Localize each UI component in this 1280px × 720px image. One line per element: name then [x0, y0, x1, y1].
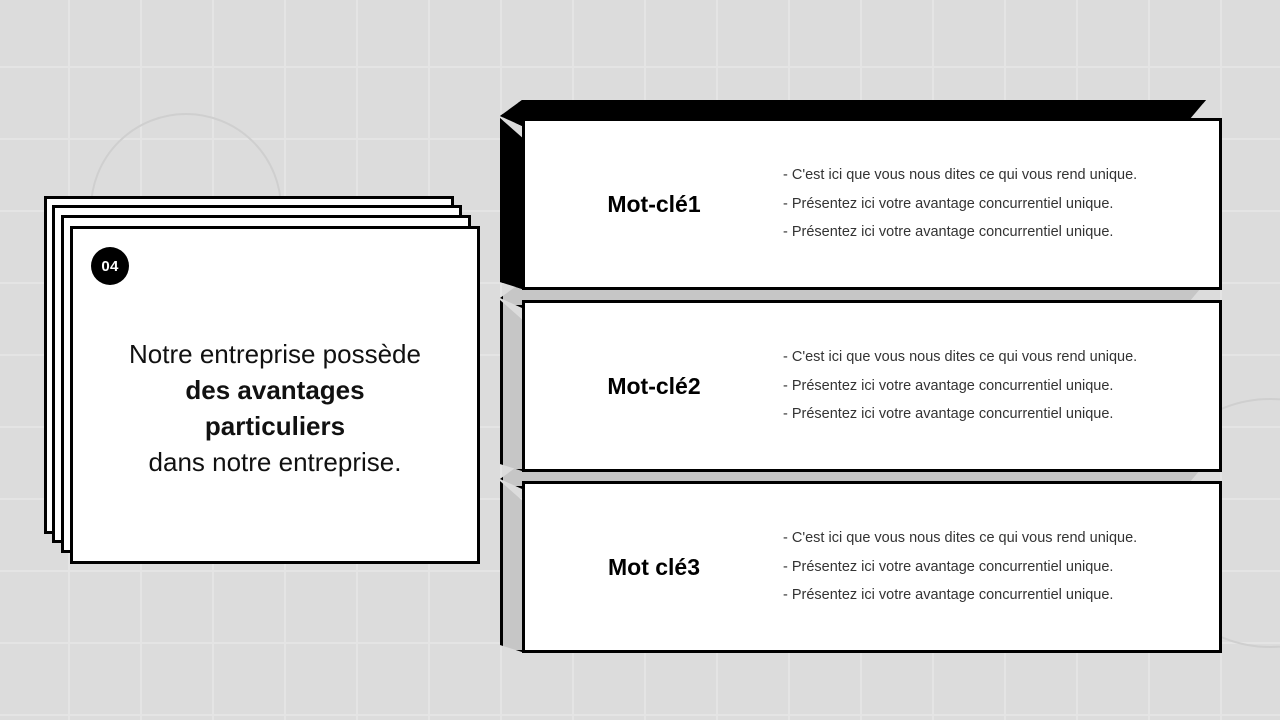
headline-line-3: particuliers	[204, 410, 346, 441]
bullet-line: - Présentez ici votre avantage concurren…	[783, 587, 1114, 604]
headline-line-4: dans notre entreprise.	[148, 446, 402, 477]
card-title: Mot-clé1	[607, 190, 701, 217]
card-bullet-list: - C'est ici que vous nous dites ce qui v…	[783, 161, 1219, 247]
keyword-card-3[interactable]: Mot clé3 - C'est ici que vous nous dites…	[500, 463, 1222, 653]
card-face: Mot clé3 - C'est ici que vous nous dites…	[522, 481, 1222, 653]
bullet-line: - Présentez ici votre avantage concurren…	[783, 558, 1114, 575]
headline-line-1: Notre entreprise possède	[129, 339, 421, 369]
stack-layer-front[interactable]: 04 Notre entreprise possède des avantage…	[70, 226, 480, 564]
bullet-line: - Présentez ici votre avantage concurren…	[783, 406, 1114, 423]
card-bullet-list: - C'est ici que vous nous dites ce qui v…	[783, 524, 1219, 610]
bullet-line: - Présentez ici votre avantage concurren…	[783, 195, 1114, 212]
card-face: Mot-clé1 - C'est ici que vous nous dites…	[522, 118, 1222, 290]
stacked-cards-group: 04 Notre entreprise possède des avantage…	[44, 196, 480, 564]
headline-block: Notre entreprise possède des avantages p…	[73, 337, 477, 481]
bullet-line: - C'est ici que vous nous dites ce qui v…	[783, 349, 1138, 366]
card-face: Mot-clé2 - C'est ici que vous nous dites…	[522, 300, 1222, 472]
card-bullet-list: - C'est ici que vous nous dites ce qui v…	[783, 343, 1219, 429]
keyword-card-2[interactable]: Mot-clé2 - C'est ici que vous nous dites…	[500, 282, 1222, 472]
keyword-card-1[interactable]: Mot-clé1 - C'est ici que vous nous dites…	[500, 100, 1222, 290]
card-title: Mot clé3	[607, 553, 701, 580]
bullet-line: - Présentez ici votre avantage concurren…	[783, 224, 1114, 241]
section-number-badge: 04	[91, 247, 129, 285]
bullet-line: - Présentez ici votre avantage concurren…	[783, 377, 1114, 394]
bullet-line: - C'est ici que vous nous dites ce qui v…	[783, 530, 1138, 547]
headline-line-2: des avantages	[185, 374, 365, 405]
bullet-line: - C'est ici que vous nous dites ce qui v…	[783, 167, 1138, 184]
card-title: Mot-clé2	[607, 372, 701, 399]
